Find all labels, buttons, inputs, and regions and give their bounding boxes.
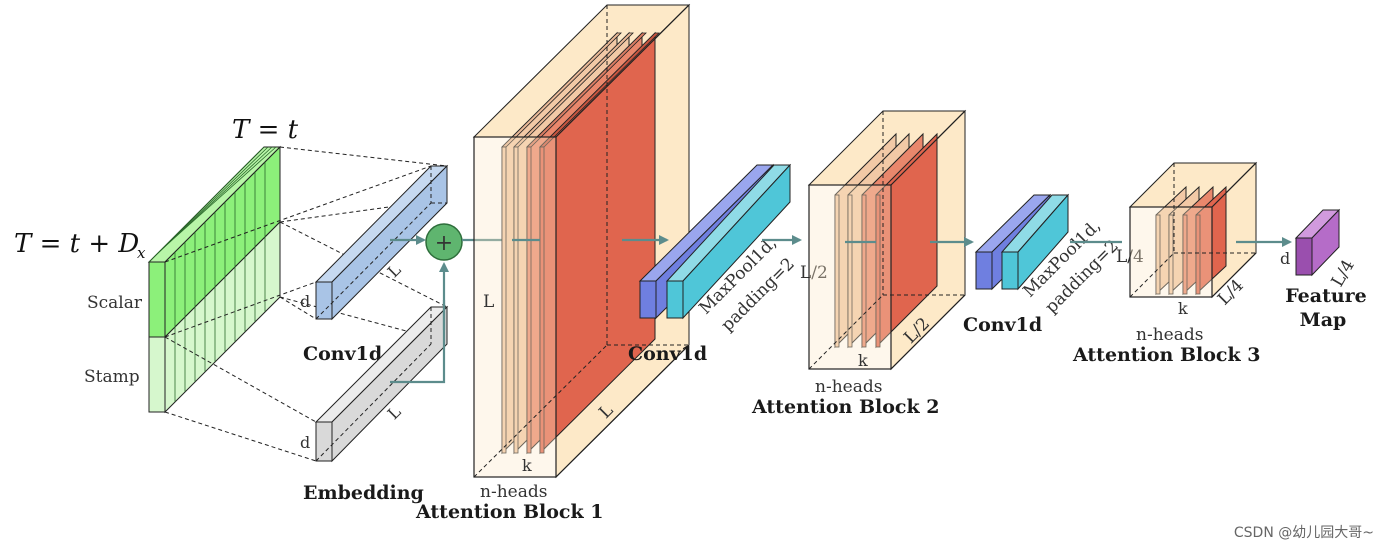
stamp-label: Stamp [84,367,140,387]
scalar-label: Scalar [87,293,143,313]
attn2-input-label: L/2 [800,263,828,283]
embed-d-label: d [300,433,310,452]
input-grid [147,145,448,462]
conv1d-1-label: Conv1d [303,343,382,365]
t-side-label: T = t + D [14,229,139,259]
attn2-title: Attention Block 2 [751,396,939,418]
attn3-title: Attention Block 3 [1072,344,1260,366]
attn1-title: Attention Block 1 [415,501,603,523]
embedding-label: Embedding [303,482,424,504]
feature-map-block [1294,208,1341,277]
conv1d-3-label: Conv1d [963,314,1042,336]
maxpool-2-block [1000,193,1070,291]
feature-d-label: d [1280,249,1290,268]
attn3-k-label: k [1178,299,1188,318]
watermark: CSDN @幼儿园大哥~ [1234,525,1374,541]
attn3-nheads-label: n-heads [1136,325,1203,345]
feature-map-line2: Map [1300,309,1347,331]
t-top-label: T = t [232,115,299,145]
attn1-k-label: k [522,456,532,475]
attn1-L-left: L [483,292,494,312]
plus-node [425,223,463,261]
attn2-nheads-label: n-heads [815,377,882,397]
attention-block-2 [807,109,967,371]
feature-map-line1: Feature [1285,285,1367,307]
scalar-block [148,261,166,338]
attention-block-3 [1128,161,1258,299]
embedding-bar [314,305,449,463]
t-side-subscript: x [137,244,146,262]
conv1-d-label: d [300,292,310,311]
attn3-slices [1155,185,1227,296]
maxpool-1-block [665,163,792,320]
plus-symbol: + [435,231,453,256]
conv1d-2-label: Conv1d [628,343,707,365]
attn2-slices [834,132,938,349]
conv1d-embedding-bar [314,164,449,321]
attn1-nheads-label: n-heads [480,482,547,502]
attn2-k-label: k [858,351,868,370]
stamp-block [148,336,166,413]
